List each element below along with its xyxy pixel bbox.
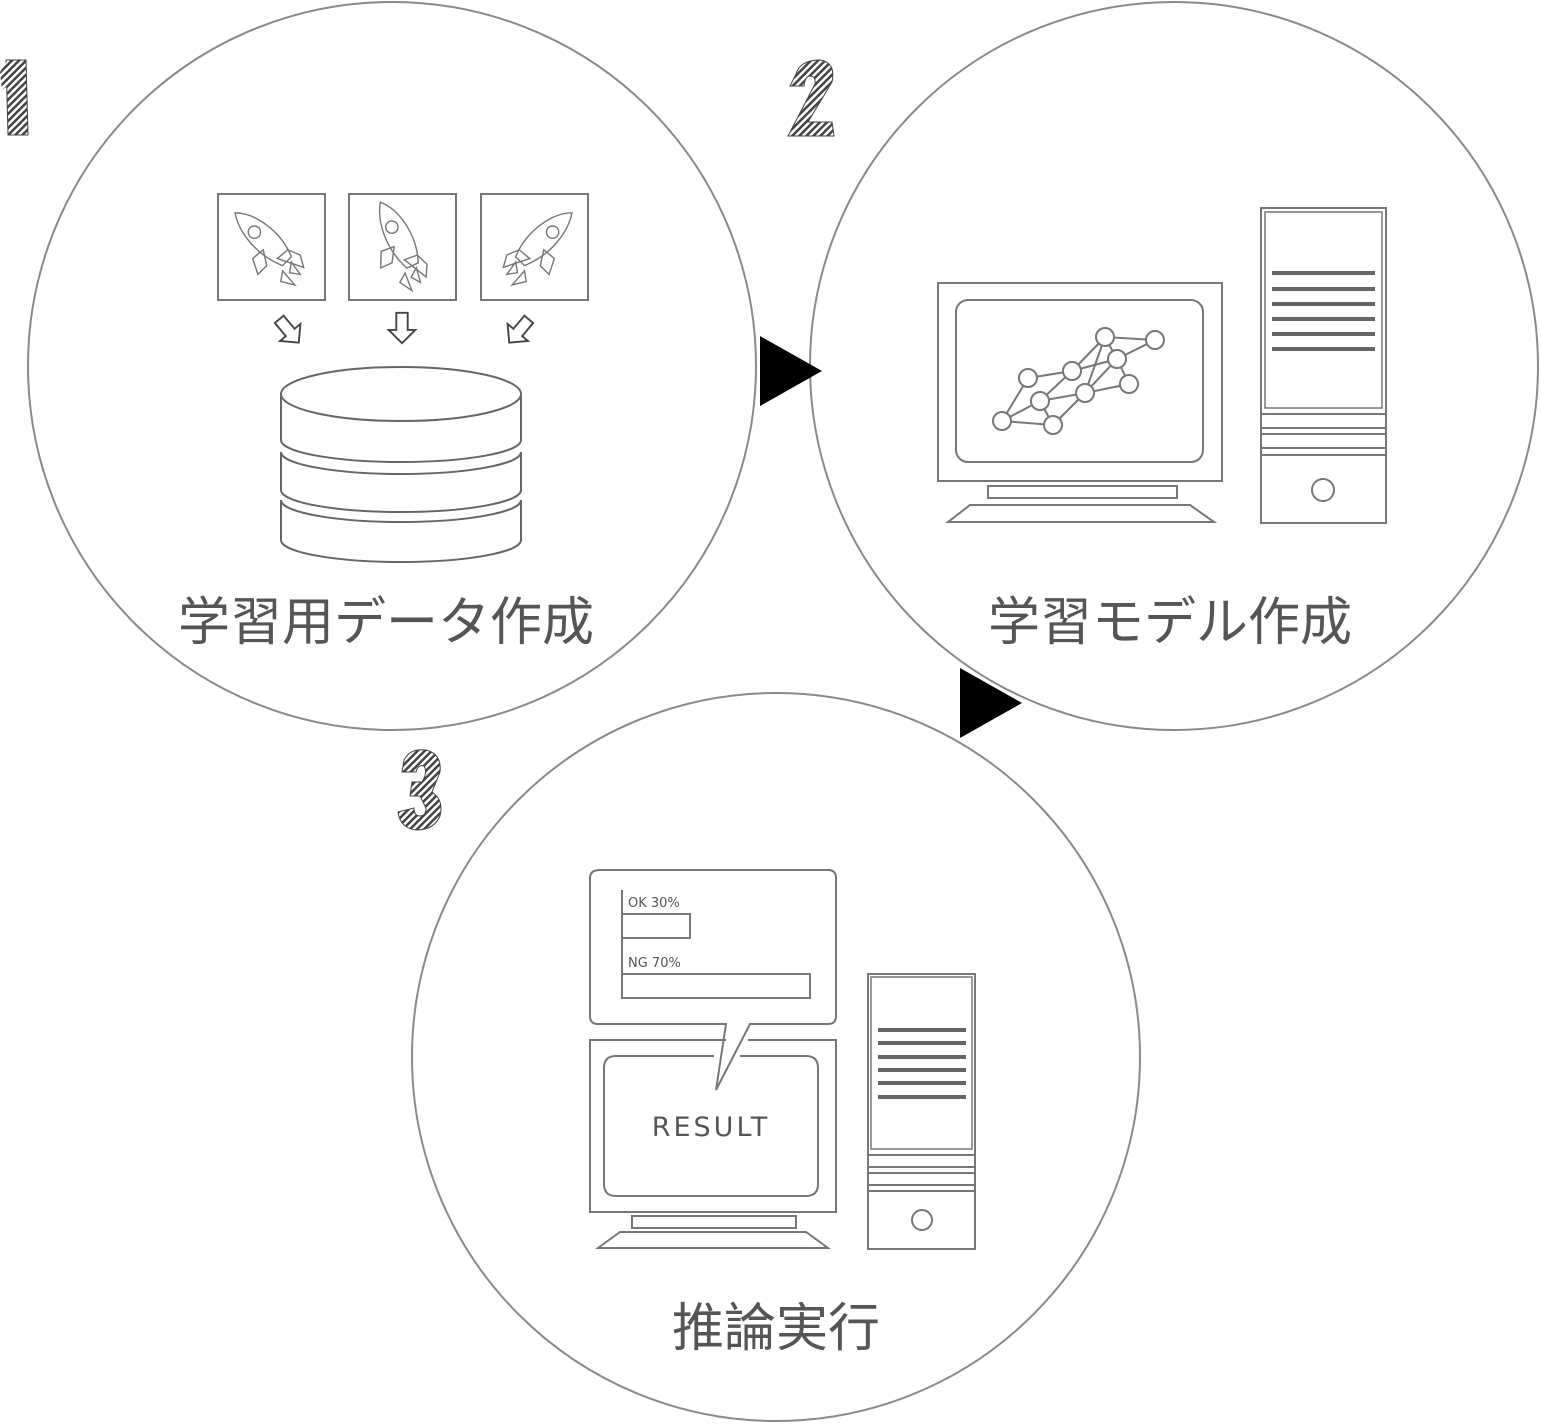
step1-label: 学習用データ作成	[178, 593, 594, 653]
step1-image-tiles	[217, 193, 589, 301]
rocket-image-icon	[348, 193, 457, 301]
ng-label: NG 70%	[628, 956, 681, 971]
monitor-icon	[937, 282, 1223, 523]
neural-network-icon	[992, 327, 1165, 435]
ng-bar	[621, 973, 811, 999]
step2-label: 学習モデル作成	[988, 593, 1352, 653]
step1-arrows	[268, 309, 540, 353]
monitor-icon	[589, 1039, 837, 1249]
step2-number: 2	[787, 59, 835, 137]
play-arrow-icon	[760, 336, 822, 406]
rocket-image-icon	[480, 193, 589, 301]
step3-circle	[411, 692, 1141, 1422]
database-icon	[280, 366, 522, 563]
step3-label: 推論実行	[672, 1299, 880, 1359]
step1-circle	[27, 1, 757, 731]
tower-pc-icon	[867, 973, 976, 1250]
ok-bar	[621, 913, 691, 939]
down-arrow-icon	[268, 309, 310, 353]
down-arrow-icon	[498, 309, 540, 353]
down-arrow-icon	[387, 311, 417, 345]
speech-bubble-icon: OK 30% NG 70%	[589, 869, 837, 1091]
tower-pc-icon	[1260, 207, 1387, 524]
play-arrow-icon	[960, 668, 1022, 738]
rocket-image-icon	[217, 193, 326, 301]
ok-label: OK 30%	[628, 896, 680, 911]
step1-number: 1	[0, 59, 29, 136]
result-text: RESULT	[652, 1112, 771, 1143]
step3-number: 3	[397, 749, 442, 831]
